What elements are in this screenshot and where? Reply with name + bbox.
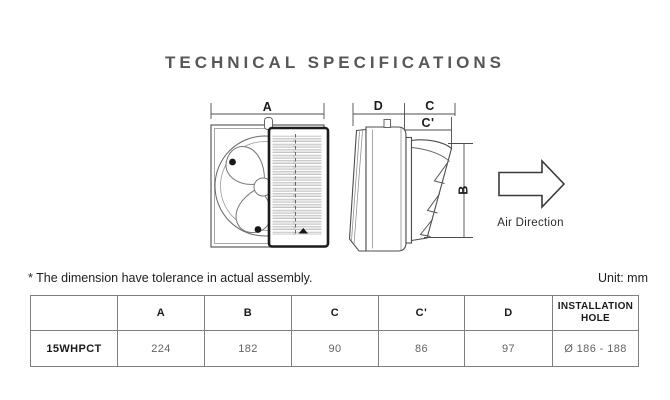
spec-header-b: B [204, 295, 292, 331]
fan-shutter-grille [267, 126, 330, 248]
dim-label-a: A [263, 100, 273, 114]
value-c-prime-cell: 86 [378, 330, 465, 367]
fan-housing [365, 126, 407, 252]
spec-table: A B C C' D INSTALLATION HOLE 15WHPCT 224… [30, 295, 639, 367]
spec-header-c-prime: C' [378, 295, 465, 331]
footnote-row: * The dimension have tolerance in actual… [28, 271, 648, 285]
value-d-cell: 97 [464, 330, 553, 367]
value-b-cell: 182 [204, 330, 292, 367]
model-name-cell: 15WHPCT [30, 330, 118, 367]
air-direction-arrow-icon [498, 159, 566, 209]
side-view-drawing: D C C' B [348, 99, 473, 252]
spec-header-d: D [464, 295, 553, 331]
spec-table-header-row: A B C C' D INSTALLATION HOLE [30, 295, 639, 331]
technical-diagram: A [210, 99, 566, 252]
dim-label-c-prime: C' [422, 116, 435, 130]
indicator-mark [298, 228, 308, 234]
value-c-cell: 90 [291, 330, 379, 367]
spec-header-a: A [117, 295, 205, 331]
dimension-a: A [210, 100, 325, 119]
air-direction-label: Air Direction [497, 217, 564, 229]
dim-label-d: D [374, 99, 384, 113]
value-installation-hole-cell: Ø 186 - 188 [552, 330, 639, 367]
dim-label-c: C [425, 99, 435, 113]
spec-header-c: C [291, 295, 379, 331]
dimension-d-c: D C C' [352, 99, 456, 149]
page-title: TECHNICAL SPECIFICATIONS [165, 53, 505, 72]
spec-header-model [30, 295, 118, 331]
spec-header-installation-hole: INSTALLATION HOLE [552, 295, 639, 331]
dim-label-b: B [457, 185, 471, 195]
dimension-b: B [424, 143, 473, 238]
side-louver-cone [410, 139, 453, 242]
table-row: 15WHPCT 224 182 90 86 97 Ø 186 - 188 [30, 330, 639, 367]
mounting-flange [405, 136, 413, 244]
screw-dot [254, 226, 262, 233]
unit-label: Unit: mm [598, 271, 648, 285]
air-direction: Air Direction [497, 159, 566, 229]
front-view-drawing: A [210, 100, 330, 248]
screw-dot [229, 158, 236, 166]
value-a-cell: 224 [117, 330, 205, 367]
housing-tab [383, 119, 391, 128]
tolerance-note: * The dimension have tolerance in actual… [28, 271, 313, 285]
